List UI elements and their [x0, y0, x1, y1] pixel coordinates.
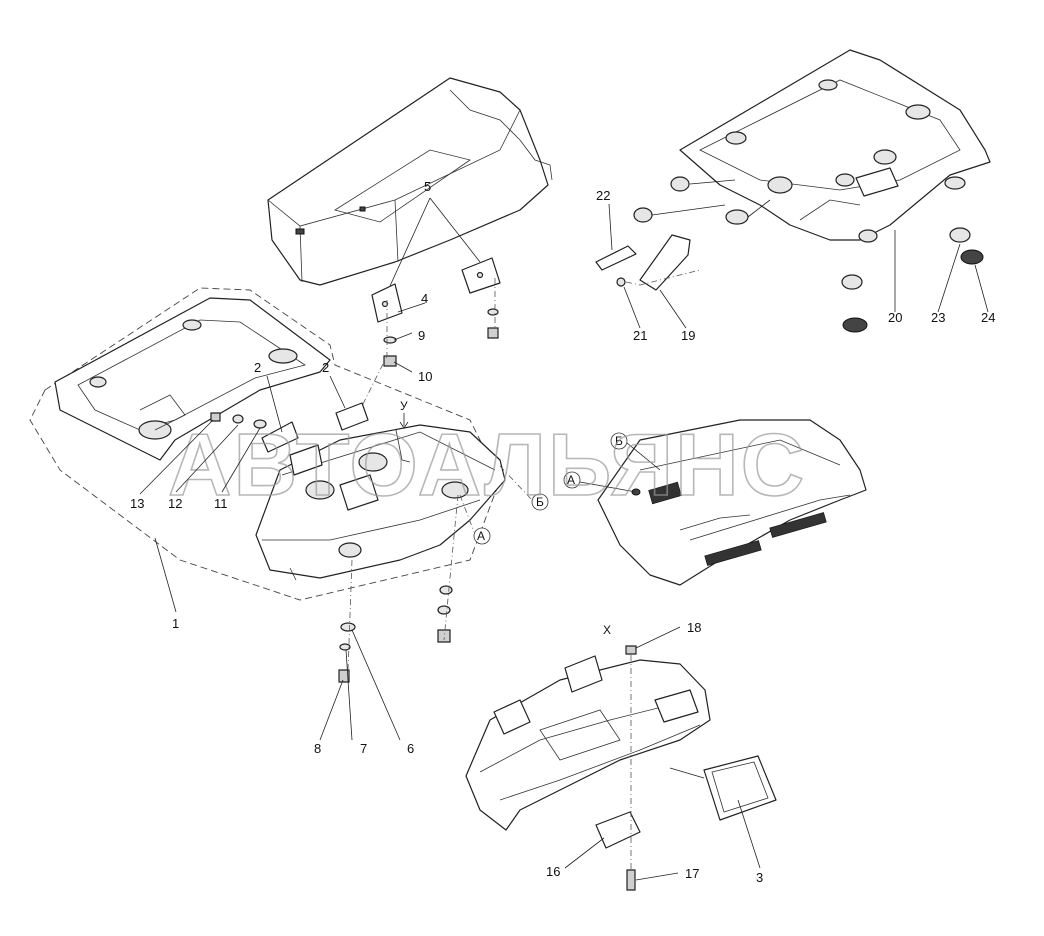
bolt-right-upper [487, 308, 499, 339]
callout-2-left: 2 [254, 360, 261, 375]
cover-22 [595, 245, 637, 271]
view-tag-b-center: Б [531, 493, 549, 511]
callout-8: 8 [314, 741, 321, 756]
callout-24: 24 [981, 310, 995, 325]
callout-1: 1 [172, 616, 179, 631]
bracket-5-right [461, 257, 501, 294]
callout-11: 11 [214, 496, 228, 511]
callout-12: 12 [168, 496, 182, 511]
callout-16: 16 [546, 864, 560, 879]
callout-13: 13 [130, 496, 144, 511]
svg-text:Б: Б [615, 434, 623, 448]
callout-22: 22 [596, 188, 610, 203]
callout-9: 9 [418, 328, 425, 343]
grommet-23 [949, 227, 971, 243]
cover-2-right [335, 402, 369, 431]
callout-23: 23 [931, 310, 945, 325]
callout-6: 6 [407, 741, 414, 756]
grommet-left-1 [670, 176, 690, 192]
screw-21 [616, 277, 626, 287]
watermark-text: АВТОАЛЬЯНС [168, 415, 806, 514]
rear-panel-main [255, 424, 506, 581]
trunk-floor-tray [465, 655, 711, 831]
bolt-8 [338, 669, 350, 683]
car-body-rear-section [267, 77, 553, 286]
bracket-16 [595, 811, 641, 849]
callout-labels: 1 2 2 3 4 5 6 7 8 9 10 11 12 13 16 17 18… [130, 179, 995, 885]
callout-18: 18 [687, 620, 701, 635]
callout-5: 5 [424, 179, 431, 194]
callout-17: 17 [685, 866, 699, 881]
parcel-shelf-underside-right [679, 49, 991, 241]
grommet-24 [960, 249, 984, 265]
callout-20: 20 [888, 310, 902, 325]
svg-text:Б: Б [536, 495, 544, 509]
view-tag-a-center: A [473, 527, 491, 545]
cover-2-left [261, 421, 299, 453]
nut-18 [625, 645, 637, 655]
washer-7 [339, 643, 351, 651]
fastener-13 [210, 412, 221, 422]
grommet-bottom [842, 317, 868, 333]
callout-4: 4 [421, 291, 428, 306]
callout-21: 21 [633, 328, 647, 343]
bolt-10 [383, 355, 397, 367]
bracket-19 [639, 234, 691, 291]
view-tag-a-right: A [563, 471, 581, 489]
callout-3: 3 [756, 870, 763, 885]
parcel-shelf-left-assembly [29, 287, 501, 601]
view-x-label: Х [603, 623, 611, 637]
grommet-lower-2 [841, 274, 863, 290]
view-arrow-label: У [400, 399, 408, 413]
seal-frame-3 [703, 755, 777, 821]
callout-2-right: 2 [322, 360, 329, 375]
rear-panel-view-right [597, 419, 867, 586]
callout-7: 7 [360, 741, 367, 756]
view-tag-b-right: Б [610, 432, 628, 450]
washer-12 [232, 414, 244, 424]
washer-6 [340, 622, 356, 632]
grommet-lower-1 [858, 229, 878, 243]
grommet-center [725, 209, 749, 225]
callout-19: 19 [681, 328, 695, 343]
grommet-right [944, 176, 966, 190]
leader-lines [139, 197, 989, 881]
bolt-17 [626, 869, 636, 891]
grommet-left-2 [633, 207, 653, 223]
svg-text:A: A [477, 529, 485, 543]
svg-text:A: A [567, 473, 575, 487]
callout-10: 10 [418, 369, 432, 384]
